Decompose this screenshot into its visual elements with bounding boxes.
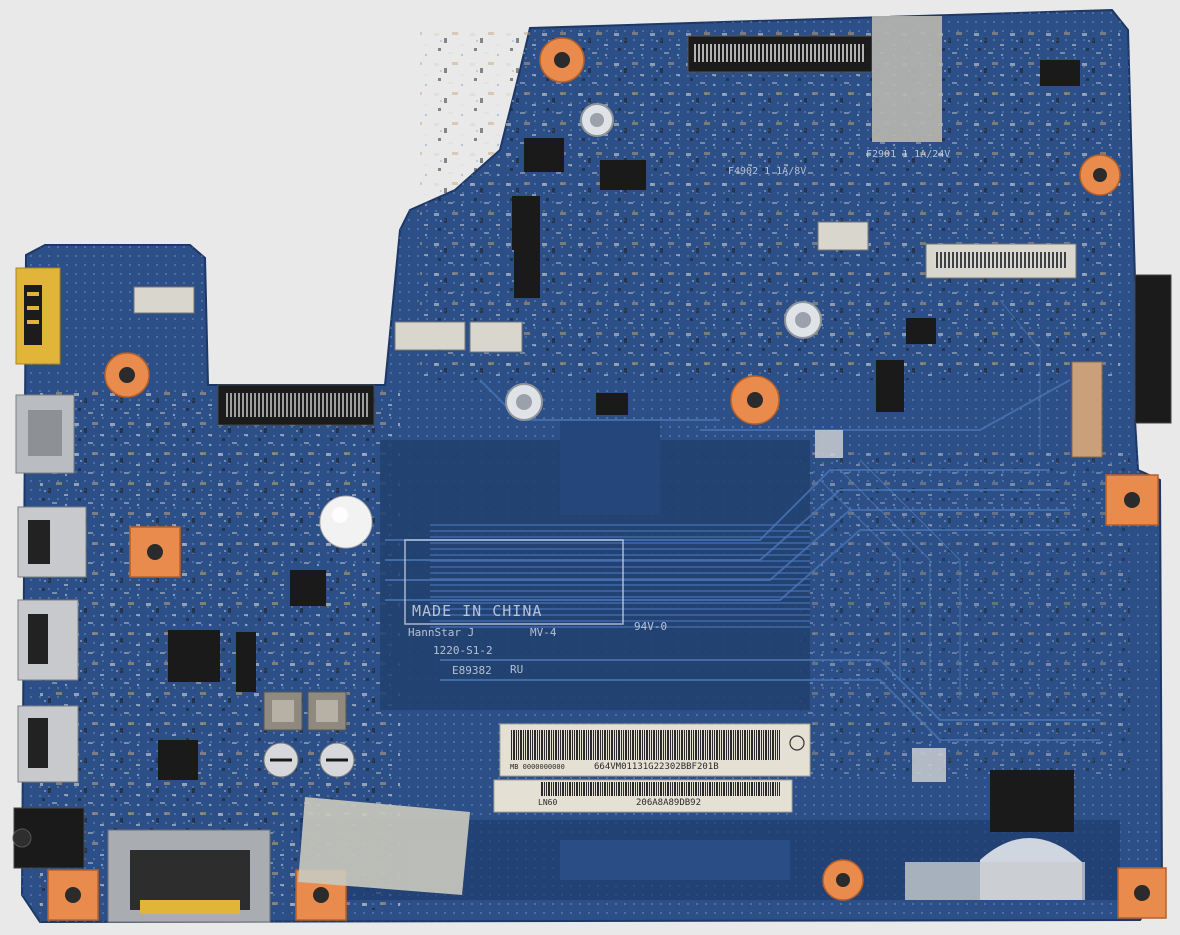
barcode-label-1 bbox=[499, 723, 811, 777]
usb-port-2 bbox=[17, 599, 79, 681]
inductors bbox=[263, 691, 347, 731]
barcode-1-text: 664VM01131G22302BBF201B bbox=[594, 762, 719, 772]
silkscreen-box bbox=[404, 539, 624, 625]
ul-mark: RU bbox=[510, 663, 524, 676]
usb-port-3 bbox=[17, 705, 79, 783]
chips bbox=[158, 60, 1080, 832]
lcd-connector bbox=[687, 35, 873, 73]
keyboard-connector bbox=[925, 243, 1077, 279]
fuse-label-2: F2901 1 1A/24V bbox=[866, 149, 951, 160]
barcode-2-text: 206A8A89DB92 bbox=[636, 798, 702, 808]
electrolytic-capacitors bbox=[263, 742, 355, 778]
fuse-label-1: F4902 1 1A/8V bbox=[728, 166, 807, 177]
sata-connector bbox=[1071, 274, 1172, 458]
tape-patches bbox=[298, 16, 1085, 900]
hdmi-port bbox=[15, 267, 61, 365]
button-cell-cap bbox=[319, 495, 373, 549]
ethernet-port bbox=[15, 394, 75, 474]
mounting-holes bbox=[47, 37, 1167, 921]
flammability-label: 94V-0 bbox=[634, 620, 668, 633]
small-fpc-connectors bbox=[133, 221, 869, 353]
made-in-label: MADE IN CHINA bbox=[412, 602, 543, 620]
usb-port-1 bbox=[17, 506, 87, 578]
date-code-label: 1220-S1-2 bbox=[433, 644, 493, 657]
ul-code-label: E89382 bbox=[452, 664, 492, 677]
vendor-label: HannStar J bbox=[408, 626, 475, 639]
barcode-1-prefix: MB 0000000000 bbox=[510, 763, 565, 771]
audio-jack bbox=[12, 807, 85, 869]
barcode-label-2 bbox=[493, 779, 793, 813]
mini-pcie-slot bbox=[217, 384, 375, 426]
model-rev-label: MV-4 bbox=[530, 626, 557, 639]
sd-card-slot bbox=[107, 829, 271, 923]
barcode-2-prefix: LN60 bbox=[538, 798, 558, 807]
